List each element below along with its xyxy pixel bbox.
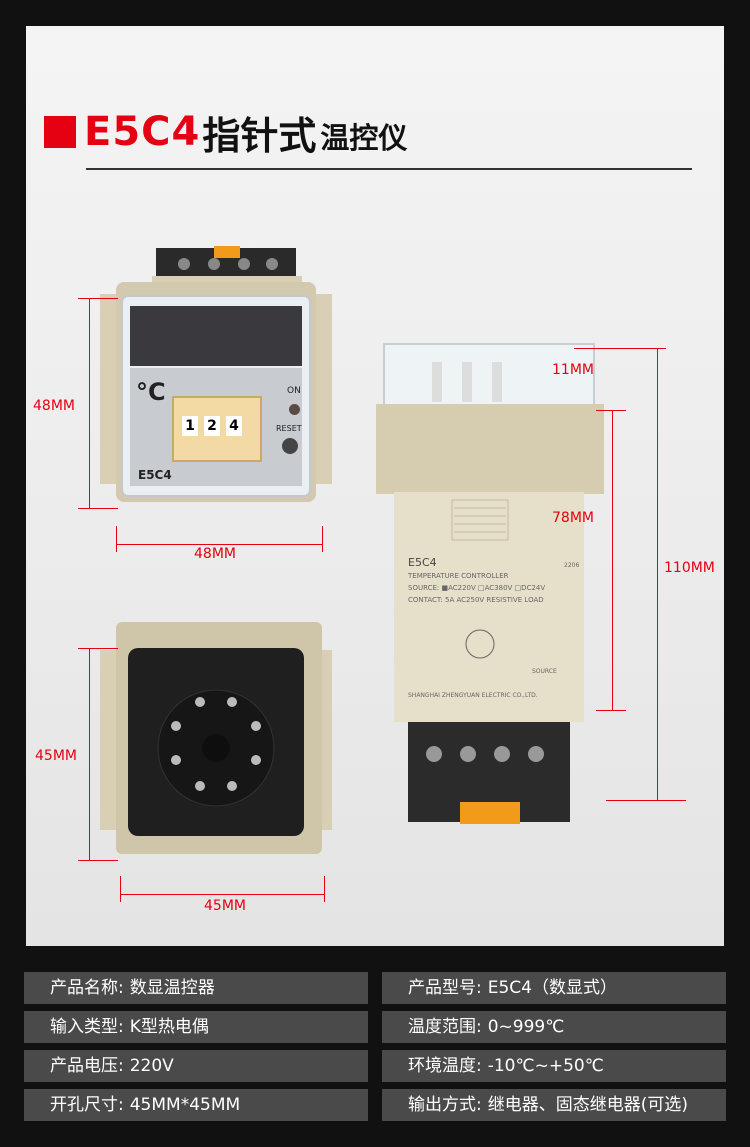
front-view-drawing [100,246,332,502]
title-sub: 温控仪 [320,121,408,155]
back-view [96,620,336,860]
back-view-drawing [100,622,332,854]
title-model: E5C4 [84,109,201,155]
dim-side-body: 78MM [552,510,594,526]
dim-tick-side-total-bottom [606,800,686,801]
front-model-label: E5C4 [138,468,172,482]
spec-temp-range: 温度范围:0~999℃ [382,1011,726,1043]
reset-knob-icon[interactable] [282,438,298,454]
spec-ambient-temp: 环境温度:-10℃~+50℃ [382,1050,726,1082]
side-line-3: CONTACT: 5A AC250V RESISTIVE LOAD [408,596,544,604]
dim-line-back-height [89,648,90,860]
digit-2[interactable]: 2 [204,416,220,436]
side-line-2: SOURCE: ■AC220V □AC380V □DC24V [408,584,546,592]
on-indicator-lamp [289,404,300,415]
dim-tick-side-body-bottom [596,710,626,711]
side-maker-label: SHANGHAI ZHENGYUAN ELECTRIC CO.,LTD. [408,692,538,699]
dim-tick-front-left [116,526,117,552]
reset-label: RESET [276,424,302,433]
dim-line-back-width [120,894,324,895]
dim-tick-side-body-top [596,410,626,411]
dim-tick-front-right [322,526,323,552]
dim-front-width: 48MM [194,546,236,562]
digit-1[interactable]: 1 [182,416,198,436]
dim-line-front-height [89,298,90,508]
title-marker [44,116,76,148]
dim-tick-front-bottom [78,508,118,509]
dim-tick-back-top [78,648,118,649]
spec-input-type: 输入类型:K型热电偶 [24,1011,368,1043]
spec-cutout-size: 开孔尺寸:45MM*45MM [24,1089,368,1121]
spec-product-model: 产品型号:E5C4（数显式） [382,972,726,1004]
dim-side-top: 11MM [552,362,594,378]
unit-symbol: °C [136,378,166,406]
dim-back-height: 45MM [35,748,77,764]
dim-tick-front-top [78,298,118,299]
dim-tick-back-bottom [78,860,118,861]
dim-tick-back-right [324,876,325,902]
digit-3[interactable]: 4 [226,416,242,436]
dim-line-side-total [657,348,658,800]
title-main: 指针式 [202,113,317,158]
spec-product-name: 产品名称:数显温控器 [24,972,368,1004]
product-photo: E5C4 指针式 温控仪 °C ON [26,26,724,946]
dim-side-total: 110MM [664,560,715,576]
side-source-label: SOURCE [532,668,557,675]
spec-output-type: 输出方式:继电器、固态继电器(可选) [382,1089,726,1121]
thumbwheel-switch[interactable]: 1 2 4 [172,396,262,462]
dim-line-front-width [116,544,322,545]
spec-voltage: 产品电压:220V [24,1050,368,1082]
side-view-drawing [376,343,604,824]
side-view: E5C4 2206 TEMPERATURE CONTROLLER SOURCE:… [372,342,610,832]
dim-back-width: 45MM [204,898,246,914]
dim-tick-back-left [120,876,121,902]
side-line-1: TEMPERATURE CONTROLLER [408,572,509,580]
dim-line-side-body [612,410,613,710]
on-label: ON [287,386,301,396]
dim-tick-side-top [574,348,666,349]
side-code-label: 2206 [564,562,580,569]
title-divider [86,168,692,170]
side-model-label: E5C4 [408,556,437,569]
front-view: °C ON 1 2 4 RESET E5C4 [96,246,336,516]
dim-front-height: 48MM [33,398,75,414]
page-title: E5C4 指针式 温控仪 [44,102,407,162]
